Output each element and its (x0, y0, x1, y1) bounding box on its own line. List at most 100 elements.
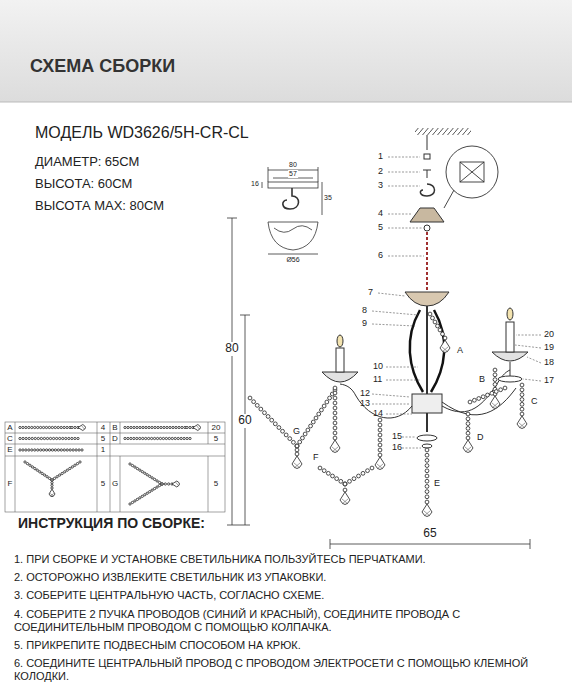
crystal-string (428, 312, 432, 316)
callout-number: 1 (378, 151, 383, 161)
crystal-string (149, 491, 151, 493)
crystal-string (325, 400, 329, 404)
callout-number: 9 (362, 318, 367, 328)
callout-number: 6 (378, 250, 383, 260)
crystal-string (64, 471, 66, 473)
crystal-string (441, 332, 445, 336)
crystal-string (189, 426, 191, 428)
crystal-string (78, 449, 80, 451)
crystal-string (127, 437, 129, 439)
zoom-detail (460, 162, 484, 182)
chandelier (337, 335, 343, 347)
table-cell: 5 (214, 479, 218, 488)
crystal-string (301, 436, 305, 440)
crystal-string (74, 426, 76, 428)
crystal-string (520, 407, 524, 411)
crystal-string (424, 511, 430, 516)
crystal-string (343, 482, 347, 486)
crystal-string (146, 492, 148, 494)
chandelier (510, 362, 511, 376)
callout-number: 5 (378, 222, 383, 232)
crystal-string (19, 312, 527, 516)
crystal-string (74, 437, 76, 439)
crystal-string (37, 437, 39, 439)
crystal-string (145, 437, 147, 439)
crystal-string (168, 483, 170, 485)
crystal-string (333, 431, 337, 435)
crystal-string (330, 440, 340, 453)
header-band (0, 0, 572, 102)
bracket-drawing (262, 182, 263, 188)
bracket-drawing (268, 254, 318, 255)
callout-number: 20 (544, 329, 554, 339)
crystal-string (164, 483, 166, 485)
crystal-string (162, 437, 164, 439)
instruction-item: 1. ПРИ СБОРКЕ И УСТАНОВКЕ СВЕТИЛЬНИКА ПО… (14, 553, 562, 566)
crystal-string (25, 449, 27, 451)
crystal-string (248, 396, 252, 400)
crystal-string (158, 484, 160, 486)
crystal-string (151, 489, 153, 491)
crystal-string (314, 416, 318, 420)
crystal-string (43, 474, 45, 476)
crystal-string (328, 396, 332, 400)
crystal-string (466, 412, 470, 416)
callout-number: 3 (378, 180, 383, 190)
crystal-string (40, 449, 42, 451)
crystal-string (153, 478, 155, 480)
crystal-string (22, 437, 24, 439)
crystal-string (298, 440, 302, 444)
chandelier (417, 435, 437, 441)
crystal-string (292, 456, 302, 469)
crystal-string (161, 483, 163, 485)
instruction-heading: ИНСТРУКЦИЯ ПО СБОРКЕ: (18, 515, 205, 531)
crystal-string (333, 401, 337, 405)
crystal-string (133, 426, 135, 428)
crystal-string (65, 437, 67, 439)
crystal-string (147, 437, 149, 439)
crystal-string (270, 418, 274, 422)
table-cell: 5 (101, 479, 105, 488)
crystal-string (436, 324, 440, 328)
crystal-string (22, 426, 24, 428)
part-letter: B (478, 374, 486, 384)
part-letter: F (312, 452, 320, 462)
header-band (0, 0, 572, 102)
crystal-string (42, 426, 44, 428)
crystal-string (66, 426, 68, 428)
crystal-string (127, 426, 129, 428)
crystal-string (284, 433, 288, 437)
crystal-string (490, 396, 500, 409)
crystal-string (375, 457, 385, 470)
crystal-string (520, 388, 524, 392)
crystal-string (53, 477, 55, 479)
crystal-string (139, 426, 141, 428)
crystal-string (494, 390, 498, 394)
table-cell: B (112, 423, 117, 432)
crystal-string (136, 437, 138, 439)
crystal-string (31, 426, 33, 428)
crystal-string (156, 480, 158, 482)
crystal-string (178, 426, 180, 428)
crystal-string (158, 481, 160, 483)
crystal-string (71, 466, 73, 468)
ceiling (415, 128, 471, 135)
crystal-string (425, 453, 429, 457)
crystal-string (52, 437, 54, 439)
crystal-string (133, 437, 135, 439)
bracket-drawing (262, 167, 322, 254)
crystal-string (352, 477, 356, 481)
crystal-string (172, 481, 180, 487)
crystal-string (51, 449, 53, 451)
instruction-item: 4. СОБЕРИТЕ 2 ПУЧКА ПРОВОДОВ (СИНИЙ И КР… (14, 608, 562, 634)
crystal-string (51, 479, 53, 481)
crystal-string (40, 437, 42, 439)
crystal-string (57, 426, 59, 428)
chandelier (420, 184, 434, 196)
crystal-string (168, 437, 170, 439)
crystal-string (139, 497, 141, 499)
crystal-string (124, 437, 126, 439)
crystal-string (60, 449, 62, 451)
bracket-drawing (268, 182, 318, 188)
chandelier (336, 348, 344, 372)
